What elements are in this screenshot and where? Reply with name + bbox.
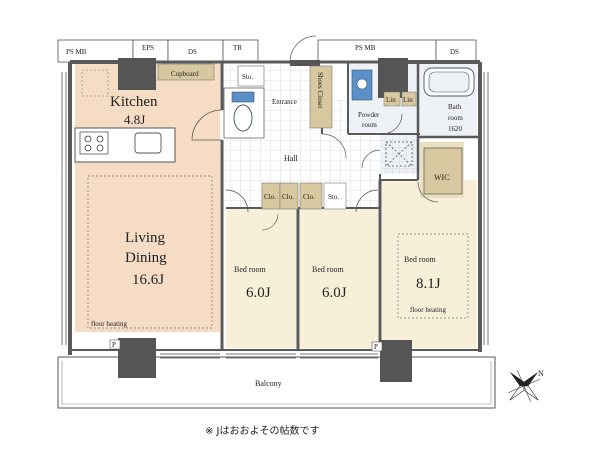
ldk-door[interactable] [191, 109, 223, 141]
toilet-tank-icon [231, 91, 255, 103]
bath-label-2: room [448, 114, 463, 122]
eps-label: EPS [142, 44, 154, 52]
ps-mb-right-label: PS MB [355, 44, 376, 52]
floor-heating-area-left [87, 175, 213, 329]
bathroom: Bath room 1620 [423, 67, 475, 133]
bedroom-1-size: 6.0J [246, 285, 271, 301]
side-windows [61, 72, 489, 359]
cupboard [157, 63, 215, 81]
ps-mb-left-label: PS MB [66, 48, 87, 56]
wic: WIC [417, 147, 463, 203]
ldk-floor [75, 62, 220, 332]
closet-3-label: Clo. [303, 193, 315, 201]
shoes-closet-label: Shoes Closet [316, 72, 324, 108]
living-dining-size: 16.6J [132, 272, 164, 288]
sto-top-label: Sto. [242, 73, 253, 81]
entrance-door[interactable] [289, 35, 317, 63]
balcony: Balcony [57, 356, 496, 409]
bedroom-1-door[interactable] [225, 189, 249, 213]
bedroom-2-door[interactable] [355, 189, 379, 213]
room-floors [75, 62, 477, 348]
shower-floor [380, 134, 420, 174]
floor-heating-area-right [397, 233, 469, 319]
lin-2-label: Lin [403, 96, 413, 104]
closet-1-label: Clo. [264, 193, 276, 201]
bedroom-3-label: Bed room [404, 255, 437, 264]
powder-room-label-1: Powder [358, 111, 380, 119]
bedroom-2-floor [300, 208, 378, 348]
entrance-label: Entrance [272, 98, 297, 106]
bedroom-3-size: 8.1J [416, 276, 441, 292]
tr-label: TR [233, 44, 242, 52]
hall-storage-label: Sto. [328, 193, 339, 201]
sink-icon [134, 132, 162, 154]
top-service-boxes: PS MB EPS DS TR PS MB DS [57, 39, 477, 63]
kitchen-counter: Cupboard [74, 63, 215, 163]
compass-icon: N [508, 369, 544, 402]
living-label: Living [125, 230, 165, 246]
powder-room-label-2: room [362, 121, 377, 129]
p-right-label: P [374, 343, 378, 351]
balcony-label: Balcony [255, 379, 282, 388]
floor-heating-right-label: floor heating [410, 306, 446, 314]
bedroom-1-floor [226, 208, 298, 348]
shoes-closet [309, 65, 333, 129]
bedroom-1-label: Bed room [234, 265, 267, 274]
footnote: ※ Jはおおよその帖数です [205, 424, 320, 437]
kitchen-label: Kitchen [110, 94, 158, 110]
structural-columns [118, 58, 412, 382]
bedroom-2-label: Bed room [312, 265, 345, 274]
dining-label: Dining [125, 250, 167, 266]
hall-label: Hall [284, 154, 299, 163]
toilet-icon [233, 104, 253, 132]
bath-label-3: 1620 [448, 125, 463, 133]
p-left-label: P [112, 341, 116, 349]
bedroom-3-floor [382, 180, 477, 348]
ds-left-label: DS [188, 48, 197, 56]
kitchen-size: 4.8J [124, 112, 145, 127]
closet-2-label: Clo. [282, 193, 294, 201]
closets: Clo. Clo. Clo. Sto. [261, 182, 347, 210]
north-label: N [538, 369, 544, 378]
powder-room: Powder room Lin Lin [351, 69, 417, 135]
wic-label: WIC [434, 173, 450, 182]
toilet-room: Sto. [223, 65, 265, 139]
fridge-space [81, 69, 109, 97]
bedroom-2-size: 6.0J [322, 285, 347, 301]
cupboard-label: Cupboard [171, 70, 199, 78]
stove-icon [79, 131, 109, 155]
bath-label-1: Bath [448, 103, 462, 111]
ds-right-label: DS [450, 48, 459, 56]
floor-heating-left-label: floor heating [91, 320, 127, 328]
lin-1-label: Lin [386, 96, 396, 104]
utility-space [385, 141, 413, 167]
